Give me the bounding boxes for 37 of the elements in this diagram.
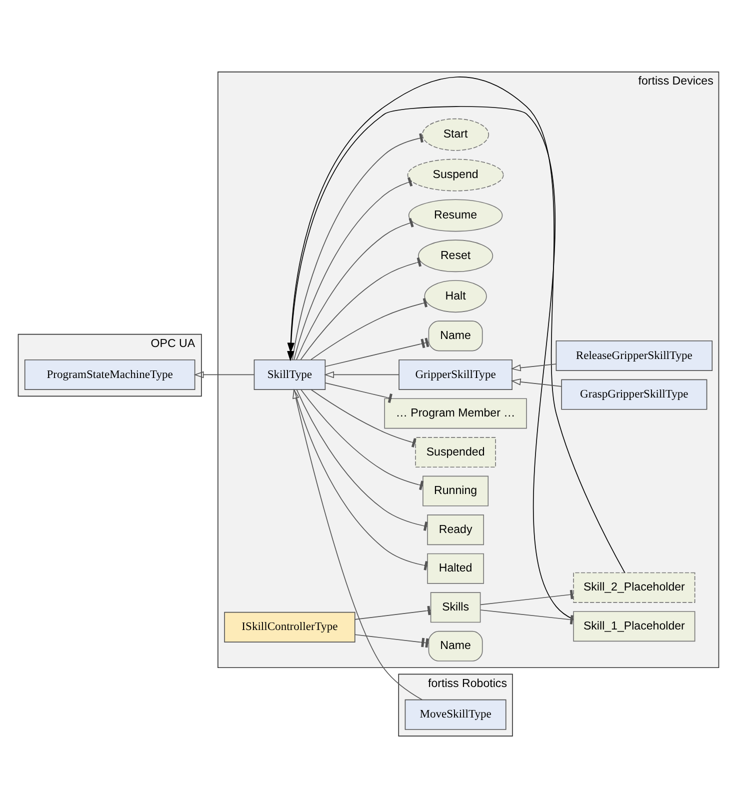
node-box: GripperSkillType: [398, 358, 512, 390]
node-box: Skill_1_Placeholder: [573, 610, 696, 642]
connector: [296, 388, 428, 530]
connector: [296, 217, 414, 360]
node-box: Skills: [430, 592, 481, 622]
node-box: GraspGripperSkillType: [561, 378, 708, 410]
node-box: Ready: [427, 514, 484, 545]
connector: [310, 388, 416, 447]
node-box: MoveSkillType: [404, 698, 506, 730]
node-box: Name: [428, 630, 483, 661]
arrow: [194, 370, 255, 378]
connector: [294, 388, 428, 570]
connector: [354, 605, 432, 620]
connector: [354, 634, 429, 648]
node-box: ISkillControllerType: [224, 611, 356, 642]
node-ellipse: Halt: [424, 280, 487, 312]
node-box: Halted: [427, 552, 484, 584]
connector: [324, 337, 430, 366]
arrow: [510, 363, 557, 371]
connector: [294, 176, 413, 360]
node-ellipse: Start: [422, 118, 490, 150]
node-box: Suspended: [415, 436, 496, 468]
node-box: SkillType: [254, 358, 326, 390]
arrow: [324, 370, 400, 378]
node-box: Name: [428, 320, 483, 351]
connector: [300, 388, 424, 490]
connector: [300, 256, 422, 360]
node-box: Running: [422, 475, 489, 506]
connector: [324, 382, 392, 402]
arrow: [292, 388, 423, 700]
node-box: Skill_2_Placeholder: [573, 572, 696, 602]
node-ellipse: Reset: [418, 239, 494, 272]
connector: [480, 609, 574, 624]
node-box: ProgramStateMachineType: [24, 358, 196, 390]
node-box: ReleaseGripperSkillType: [556, 340, 713, 370]
arrow: [510, 378, 562, 386]
connector: [480, 589, 574, 605]
